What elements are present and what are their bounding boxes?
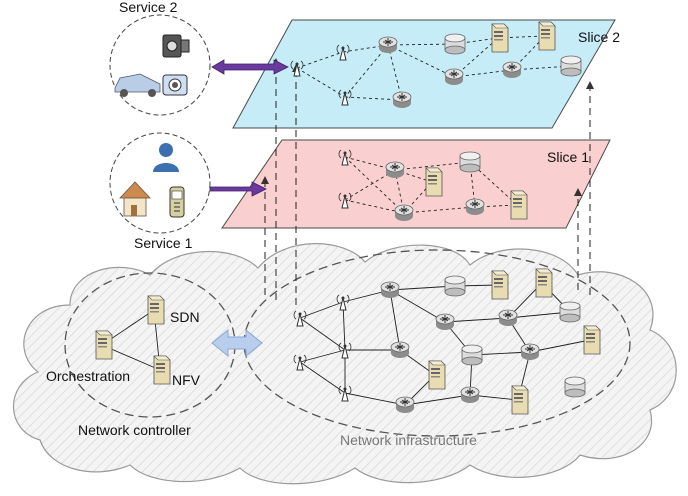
controller-double-arrow bbox=[211, 328, 263, 358]
sdn-label: SDN bbox=[170, 309, 200, 325]
house-icon bbox=[119, 181, 151, 217]
orchestration-label: Orchestration bbox=[46, 368, 131, 384]
slice1-label: Slice 1 bbox=[547, 149, 590, 165]
user-icon bbox=[153, 143, 179, 172]
slice2-plane bbox=[232, 19, 616, 129]
service2-circle bbox=[109, 14, 211, 116]
mapping-lines bbox=[261, 58, 594, 305]
sdn-server-icon bbox=[147, 295, 165, 325]
camera-icon bbox=[162, 74, 188, 96]
nfv-server-icon bbox=[153, 355, 171, 385]
nfv-label: NFV bbox=[172, 372, 200, 388]
slice2-label: Slice 2 bbox=[578, 29, 621, 45]
phone-icon bbox=[169, 186, 185, 218]
service1-arrow bbox=[209, 181, 267, 197]
network-infrastructure-label: Network infrastructure bbox=[340, 432, 477, 448]
service2-label: Service 2 bbox=[119, 0, 178, 15]
network-controller-label: Network controller bbox=[78, 422, 191, 438]
orchestration-server-icon bbox=[95, 330, 113, 360]
camcorder-icon bbox=[162, 34, 190, 58]
service2-arrow bbox=[211, 59, 289, 75]
service1-label: Service 1 bbox=[134, 235, 193, 251]
car-icon bbox=[114, 73, 161, 97]
